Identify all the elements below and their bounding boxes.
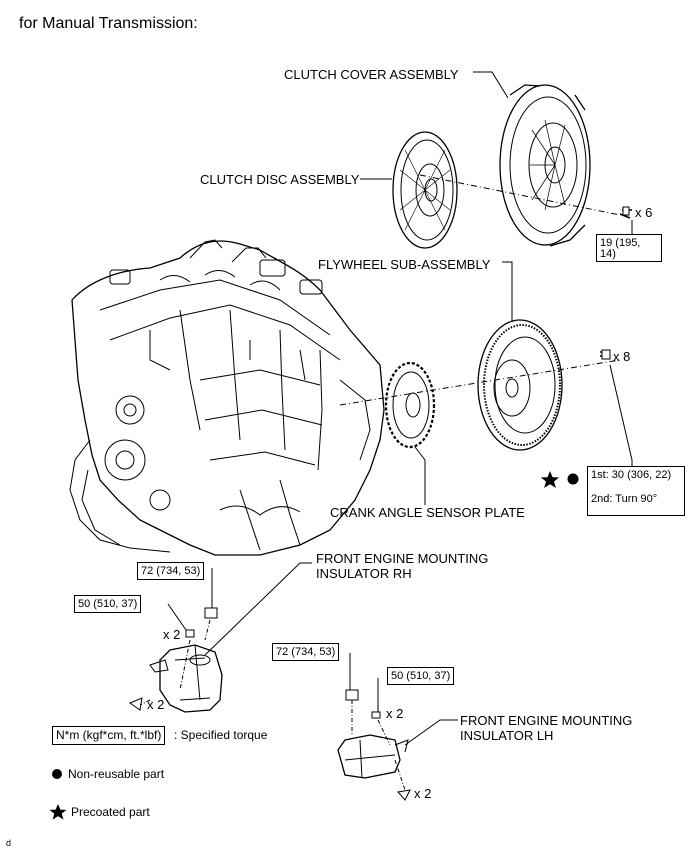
flywheel-drawing (477, 319, 563, 451)
crank-plate-drawing (384, 361, 436, 449)
legend-precoated: Precoated part (71, 805, 150, 819)
torque-rh-top: 72 (734, 53) (137, 562, 205, 580)
torque-flywheel-line1: 1st: 30 (306, 22) (591, 469, 672, 481)
label-mount-rh-line1: FRONT ENGINE MOUNTING (316, 551, 489, 566)
mount-rh-drawing (128, 607, 223, 713)
label-crank-plate: CRANK ANGLE SENSOR PLATE (330, 505, 525, 520)
label-mount-rh-line2: INSULATOR RH (316, 566, 412, 581)
label-flywheel: FLYWHEEL SUB-ASSEMBLY (318, 257, 491, 272)
page-title: for Manual Transmission: (19, 15, 198, 32)
black-dot-icon (52, 769, 62, 779)
legend-unit-desc: : Specified torque (174, 728, 268, 742)
clutch-cover-drawing (499, 84, 591, 247)
mount-lh-drawing (337, 689, 411, 801)
qty-clutch-bolts: x 6 (635, 205, 653, 220)
qty-rh-nuts: x 2 (163, 627, 181, 642)
torque-clutch-bolt-line2: 14) (600, 248, 616, 260)
clutch-disc-drawing (392, 131, 458, 249)
torque-lh-nut: 50 (510, 37) (387, 667, 455, 685)
legend-non-reusable: Non-reusable part (68, 767, 165, 781)
label-mount-lh-line1: FRONT ENGINE MOUNTING (460, 713, 633, 728)
torque-clutch-bolt: 19 (195, 14) (596, 234, 662, 262)
legend-unit-box: N*m (kgf*cm, ft.*lbf) (52, 726, 166, 745)
qty-rh-bolts: x 2 (147, 697, 165, 712)
torque-flywheel-line2: 2nd: Turn 90° (591, 493, 658, 505)
label-clutch-disc: CLUTCH DISC ASSEMBLY (200, 172, 360, 187)
black-dot-icon (567, 473, 579, 485)
qty-lh-nuts: x 2 (386, 706, 404, 721)
torque-flywheel: 1st: 30 (306, 22) 2nd: Turn 90° (587, 466, 685, 516)
qty-flywheel-bolts: x 8 (613, 349, 631, 364)
black-star-icon (540, 471, 560, 488)
label-clutch-cover: CLUTCH COVER ASSEMBLY (284, 67, 459, 82)
torque-rh-nut: 50 (510, 37) (74, 595, 142, 613)
footer-mark: d (6, 838, 12, 848)
torque-lh-top: 72 (734, 53) (272, 643, 340, 661)
black-star-icon (49, 804, 67, 820)
qty-lh-bolts: x 2 (414, 786, 432, 801)
label-mount-lh-line2: INSULATOR LH (460, 728, 554, 743)
torque-clutch-bolt-line1: 19 (195, (600, 237, 641, 249)
engine-drawing (69, 239, 385, 556)
